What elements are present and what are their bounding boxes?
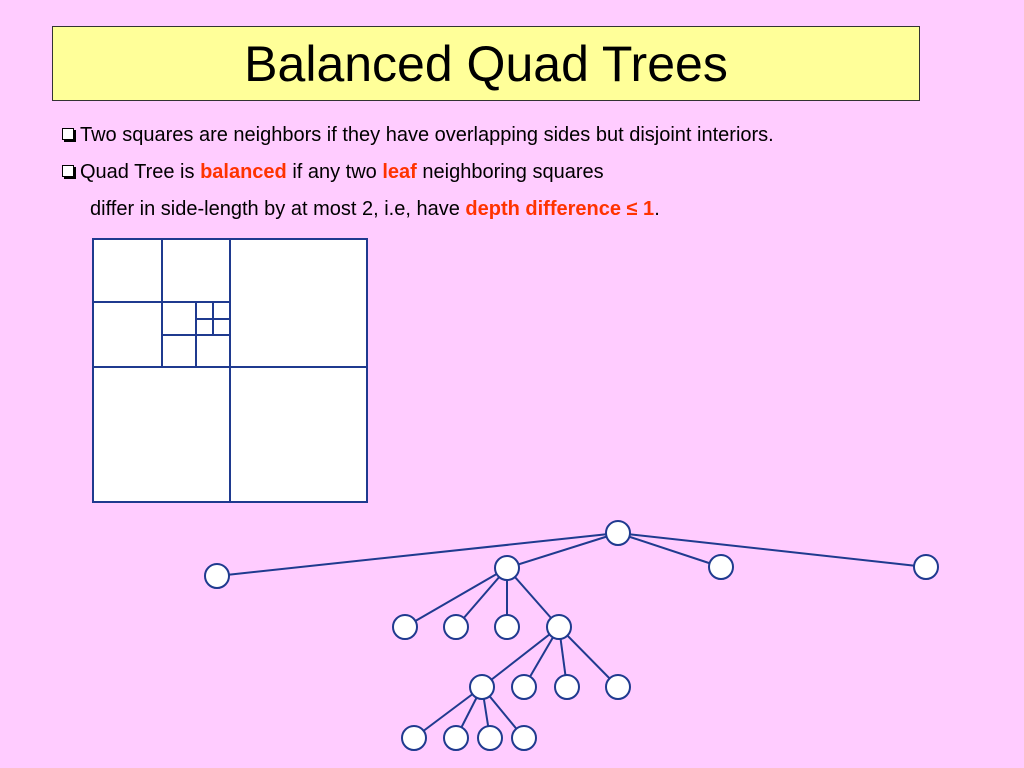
slide-title: Balanced Quad Trees: [244, 35, 728, 92]
tree-node: [708, 554, 734, 580]
tree-node: [204, 563, 230, 589]
bullet-1-text: Two squares are neighbors if they have o…: [80, 124, 774, 146]
tree-node: [494, 614, 520, 640]
tree-node: [443, 614, 469, 640]
tree-node: [605, 674, 631, 700]
bullet-2: Quad Tree is balanced if any two leaf ne…: [62, 161, 604, 184]
edge: [506, 532, 619, 569]
tree-node: [494, 555, 520, 581]
checkbox-bullet-icon: [62, 128, 74, 140]
tree-node: [401, 725, 427, 751]
balanced-term: balanced: [200, 161, 287, 183]
edge: [617, 532, 927, 568]
bullet-3-text-pre: differ in side-length by at most 2, i.e,…: [90, 198, 466, 220]
title-box: Balanced Quad Trees: [52, 26, 920, 101]
checkbox-bullet-icon: [62, 165, 74, 177]
bullet-3-text-post: .: [654, 198, 660, 220]
tree-nodes: [204, 520, 939, 751]
tree-node: [477, 725, 503, 751]
depth-difference-term: depth difference ≤ 1: [465, 198, 655, 220]
edge: [216, 532, 619, 577]
tree-node: [546, 614, 572, 640]
tree-node: [443, 725, 469, 751]
tree-edges: [216, 532, 927, 739]
edge: [617, 532, 722, 568]
bullet-2-continuation: differ in side-length by at most 2, i.e,…: [90, 198, 660, 221]
tree-node: [392, 614, 418, 640]
edge: [558, 626, 619, 688]
tree-node: [511, 725, 537, 751]
edge: [413, 686, 483, 739]
bullet-2-text-mid: if any two: [286, 161, 383, 183]
leaf-term: leaf: [382, 161, 417, 183]
bullet-2-text-pre: Quad Tree is: [80, 161, 201, 183]
bullet-2-text-post: neighboring squares: [416, 161, 604, 183]
tree-node: [554, 674, 580, 700]
tree-node-root: [605, 520, 631, 546]
edge: [506, 567, 560, 628]
quadtree-square: [92, 238, 368, 503]
tree-node: [913, 554, 939, 580]
bullet-1: Two squares are neighbors if they have o…: [62, 124, 774, 147]
edge: [404, 567, 508, 628]
edge: [481, 626, 560, 688]
tree-node: [469, 674, 495, 700]
tree-node: [511, 674, 537, 700]
